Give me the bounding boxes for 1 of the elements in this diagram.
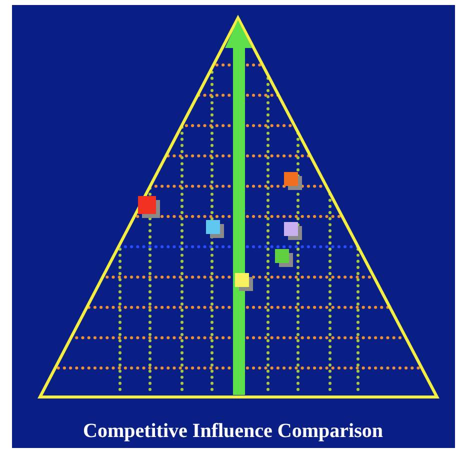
diagram-title: Competitive Influence Comparison [83,420,383,443]
